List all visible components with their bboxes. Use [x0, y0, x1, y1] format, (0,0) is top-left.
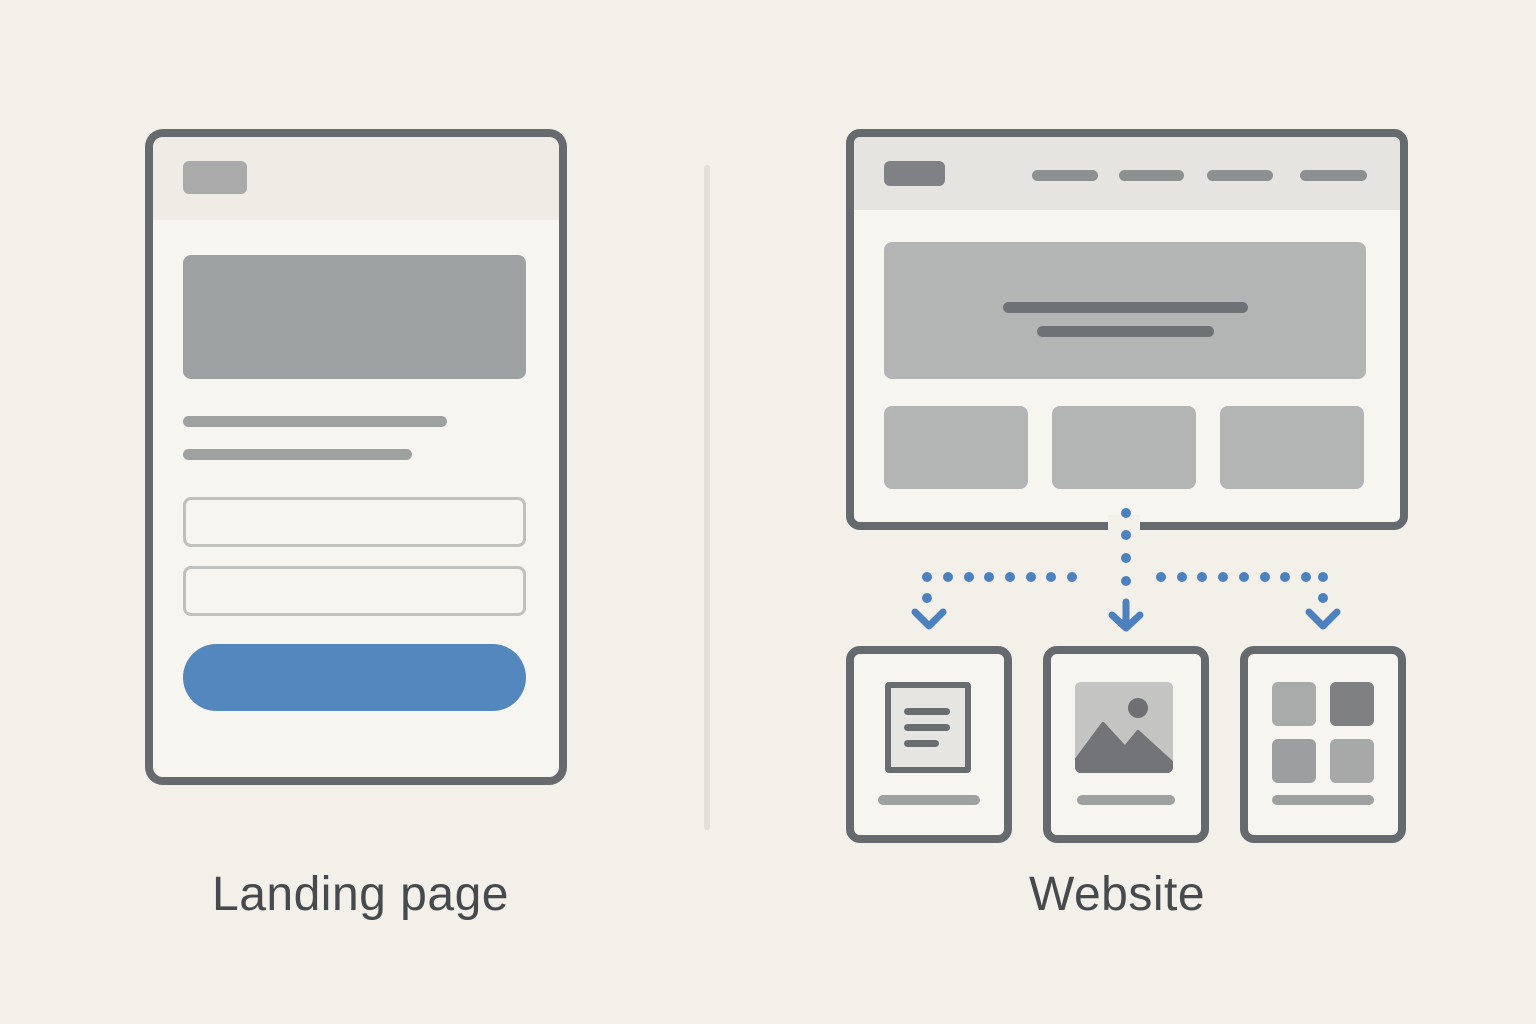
- document-icon: [885, 682, 971, 773]
- grid-tile: [1330, 739, 1374, 783]
- website-label: Website: [1029, 868, 1206, 921]
- landing-page-label: Landing page: [212, 868, 509, 921]
- landing-page-input-field: [183, 566, 526, 616]
- vertical-divider: [704, 165, 710, 830]
- landing-page-mockup: [145, 129, 567, 785]
- connector-dot: [1218, 572, 1228, 582]
- website-mockup: [846, 129, 1408, 530]
- landing-page-hero-image: [183, 255, 526, 379]
- landing-page-text-line: [183, 416, 447, 427]
- connector-dot: [1121, 576, 1131, 586]
- landing-page-logo: [183, 161, 247, 194]
- connector-dot: [1197, 572, 1207, 582]
- website-logo: [884, 161, 945, 186]
- subpage-card-grid: [1240, 646, 1406, 843]
- connector-dot: [1121, 530, 1131, 540]
- grid-tile: [1272, 682, 1316, 726]
- subpage-card-document: [846, 646, 1012, 843]
- subpage-caption-line: [1272, 795, 1374, 805]
- document-line: [904, 740, 939, 747]
- connector-dot: [922, 572, 932, 582]
- connector-dot: [922, 593, 932, 603]
- website-content-card: [1220, 406, 1364, 489]
- hero-subline-line: [1037, 326, 1214, 337]
- chevron-down-icon: [911, 608, 947, 630]
- connector-dot: [1177, 572, 1187, 582]
- connector-dot: [1067, 572, 1077, 582]
- mountain-sun-icon: [1075, 698, 1173, 773]
- website-nav-link: [1300, 170, 1367, 181]
- website-nav-link: [1119, 170, 1184, 181]
- frame-gap: [1108, 515, 1140, 533]
- subpage-card-image: [1043, 646, 1209, 843]
- chevron-down-icon: [1305, 608, 1341, 630]
- connector-dot: [984, 572, 994, 582]
- grid-tile: [1272, 739, 1316, 783]
- connector-dot: [1005, 572, 1015, 582]
- connector-dot: [1301, 572, 1311, 582]
- landing-page-text-line: [183, 449, 412, 460]
- website-content-card: [1052, 406, 1196, 489]
- connector-dot: [1046, 572, 1056, 582]
- connector-dot: [1239, 572, 1249, 582]
- connector-dot: [1121, 508, 1131, 518]
- hero-headline-line: [1003, 302, 1248, 313]
- connector-dot: [1121, 553, 1131, 563]
- subpage-caption-line: [1077, 795, 1175, 805]
- landing-page-cta-button: [183, 644, 526, 711]
- document-line: [904, 724, 950, 731]
- document-line: [904, 708, 950, 715]
- connector-dot: [943, 572, 953, 582]
- connector-dot: [964, 572, 974, 582]
- arrow-down-icon: [1108, 598, 1144, 632]
- subpage-caption-line: [878, 795, 980, 805]
- connector-dot: [1260, 572, 1270, 582]
- website-nav-link: [1207, 170, 1273, 181]
- website-hero-banner: [884, 242, 1366, 379]
- image-icon: [1075, 682, 1173, 773]
- grid-tile: [1330, 682, 1374, 726]
- website-content-card: [884, 406, 1028, 489]
- website-nav-link: [1032, 170, 1098, 181]
- landing-page-input-field: [183, 497, 526, 547]
- connector-dot: [1156, 572, 1166, 582]
- connector-dot: [1026, 572, 1036, 582]
- connector-dot: [1280, 572, 1290, 582]
- connector-dot: [1318, 593, 1328, 603]
- connector-dot: [1318, 572, 1328, 582]
